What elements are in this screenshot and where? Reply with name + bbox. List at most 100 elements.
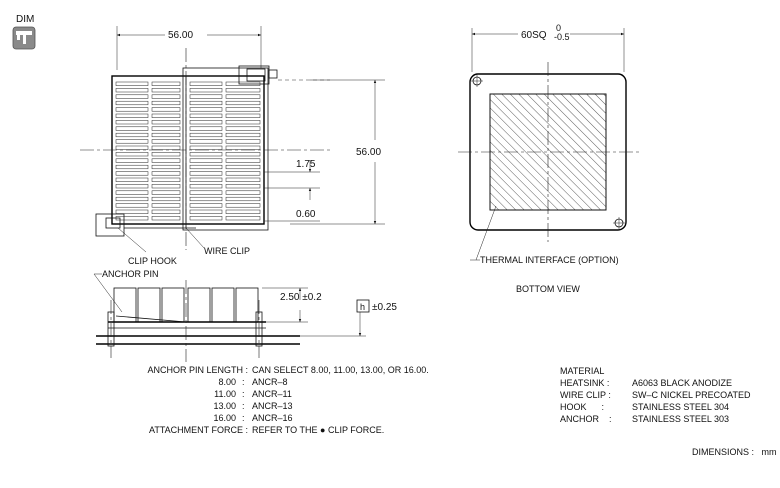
- fin-slot: [225, 177, 261, 182]
- fin-slot: [115, 120, 149, 125]
- fin-slot: [189, 184, 223, 189]
- material-value: STAINLESS STEEL 304: [632, 402, 729, 412]
- fin-slot: [151, 88, 181, 93]
- bottom-tol-upper: 0: [556, 23, 561, 33]
- fin-slot: [225, 196, 261, 202]
- fin-slot: [225, 171, 261, 176]
- fin-slot: [189, 196, 223, 202]
- fin-slot: [151, 177, 181, 182]
- fin-slot: [151, 209, 181, 214]
- fin-slot: [151, 190, 181, 195]
- fin-slot: [151, 171, 181, 176]
- material-value: A6063 BLACK ANODIZE: [632, 378, 732, 388]
- fin-slot: [151, 203, 181, 208]
- fin-slot: [151, 216, 181, 221]
- fin-slot: [225, 216, 261, 221]
- fin-slot: [151, 152, 181, 157]
- fin-slot: [189, 107, 223, 112]
- fin-slot: [225, 88, 261, 93]
- bottom-square-dim: 60SQ: [521, 30, 547, 41]
- fin-slot: [189, 158, 223, 163]
- fin-slot: [151, 113, 181, 118]
- fin-slot: [225, 145, 261, 150]
- anchor-row-sep: :: [242, 389, 245, 399]
- fin-slot: [225, 164, 261, 170]
- fin-slot: [151, 100, 181, 106]
- top-dim-b: 0.60: [296, 209, 316, 220]
- anchor-notes: ANCHOR PIN LENGTH : CAN SELECT 8.00, 11.…: [147, 365, 428, 435]
- top-width-dim: 56.00: [168, 30, 193, 41]
- fin-slot: [115, 196, 149, 202]
- material-name: WIRE CLIP :: [560, 390, 611, 400]
- fin-slot: [115, 184, 149, 189]
- side-h-box: h: [360, 302, 365, 312]
- anchor-row-len: 11.00: [214, 389, 236, 399]
- fin-slot: [225, 100, 261, 106]
- force-value: REFER TO THE ● CLIP FORCE.: [252, 425, 384, 435]
- fin-slot: [225, 139, 261, 144]
- bottom-tol-lower: -0.5: [554, 32, 570, 42]
- fin-slot: [225, 158, 261, 163]
- units-note: DIMENSIONS : mm: [692, 447, 777, 457]
- fin-slot: [189, 139, 223, 144]
- anchor-row-part: ANCR–11: [252, 389, 292, 399]
- fin-slot: [151, 139, 181, 144]
- material-value: SW–C NICKEL PRECOATED: [632, 390, 751, 400]
- fin-slot: [115, 139, 149, 144]
- anchor-row-part: ANCR–13: [252, 401, 293, 411]
- fin-slot: [151, 81, 181, 86]
- fin-slot: [115, 164, 149, 170]
- fin-slot: [225, 190, 261, 195]
- fin-slot: [115, 158, 149, 163]
- fin-slot: [189, 120, 223, 125]
- fin-slot: [225, 203, 261, 208]
- fin-slot: [225, 120, 261, 125]
- label-thermal-interface: THERMAL INTERFACE (OPTION): [480, 255, 619, 265]
- fin-slot: [151, 107, 181, 112]
- fin-slot: [115, 152, 149, 157]
- fin-slot: [115, 100, 149, 106]
- fin-slot: [151, 158, 181, 163]
- fin-slot: [189, 177, 223, 182]
- fin-slot: [189, 94, 223, 99]
- fin-slot: [115, 190, 149, 195]
- fin-slot: [115, 88, 149, 93]
- anchor-row-len: 16.00: [213, 413, 236, 423]
- fin-slot: [115, 113, 149, 118]
- fin-slot: [189, 209, 223, 214]
- material-title: MATERIAL: [560, 366, 604, 376]
- material-value: STAINLESS STEEL 303: [632, 414, 729, 424]
- fin-slot: [189, 164, 223, 170]
- label-wire-clip: WIRE CLIP: [204, 246, 250, 256]
- fin-slot: [189, 216, 223, 221]
- fin-slot: [151, 94, 181, 99]
- fin-slot: [225, 132, 261, 138]
- anchor-row-sep: :: [242, 401, 245, 411]
- fin-slot: [151, 184, 181, 189]
- fin-slot: [225, 126, 261, 131]
- fin-slot: [115, 132, 149, 138]
- material-block: MATERIAL HEATSINK : A6063 BLACK ANODIZE …: [560, 366, 751, 424]
- fin-slot: [189, 152, 223, 157]
- side-height-dim: 2.50 ±0.2: [280, 292, 322, 303]
- fin-slot: [115, 216, 149, 221]
- material-name: HEATSINK :: [560, 378, 609, 388]
- fin-slot: [225, 94, 261, 99]
- fin-slot: [189, 81, 223, 86]
- fin-slot: [151, 132, 181, 138]
- fin-slot: [151, 145, 181, 150]
- bottom-view: 60SQ 0 -0.5 THERMAL INTERFACE (OPTION) B…: [458, 23, 640, 294]
- caliper-icon: [12, 26, 36, 50]
- fin-slot: [115, 107, 149, 112]
- anchor-row-part: ANCR–16: [252, 413, 293, 423]
- anchor-row-sep: :: [242, 413, 245, 423]
- top-dim-a: 1.75: [296, 159, 316, 170]
- fin-slot: [151, 126, 181, 131]
- fin-slot: [225, 107, 261, 112]
- fin-slot: [189, 88, 223, 93]
- side-h-tol: ±0.25: [372, 302, 397, 313]
- fin-slot: [189, 126, 223, 131]
- fin-slot: [225, 113, 261, 118]
- fin-slot: [189, 145, 223, 150]
